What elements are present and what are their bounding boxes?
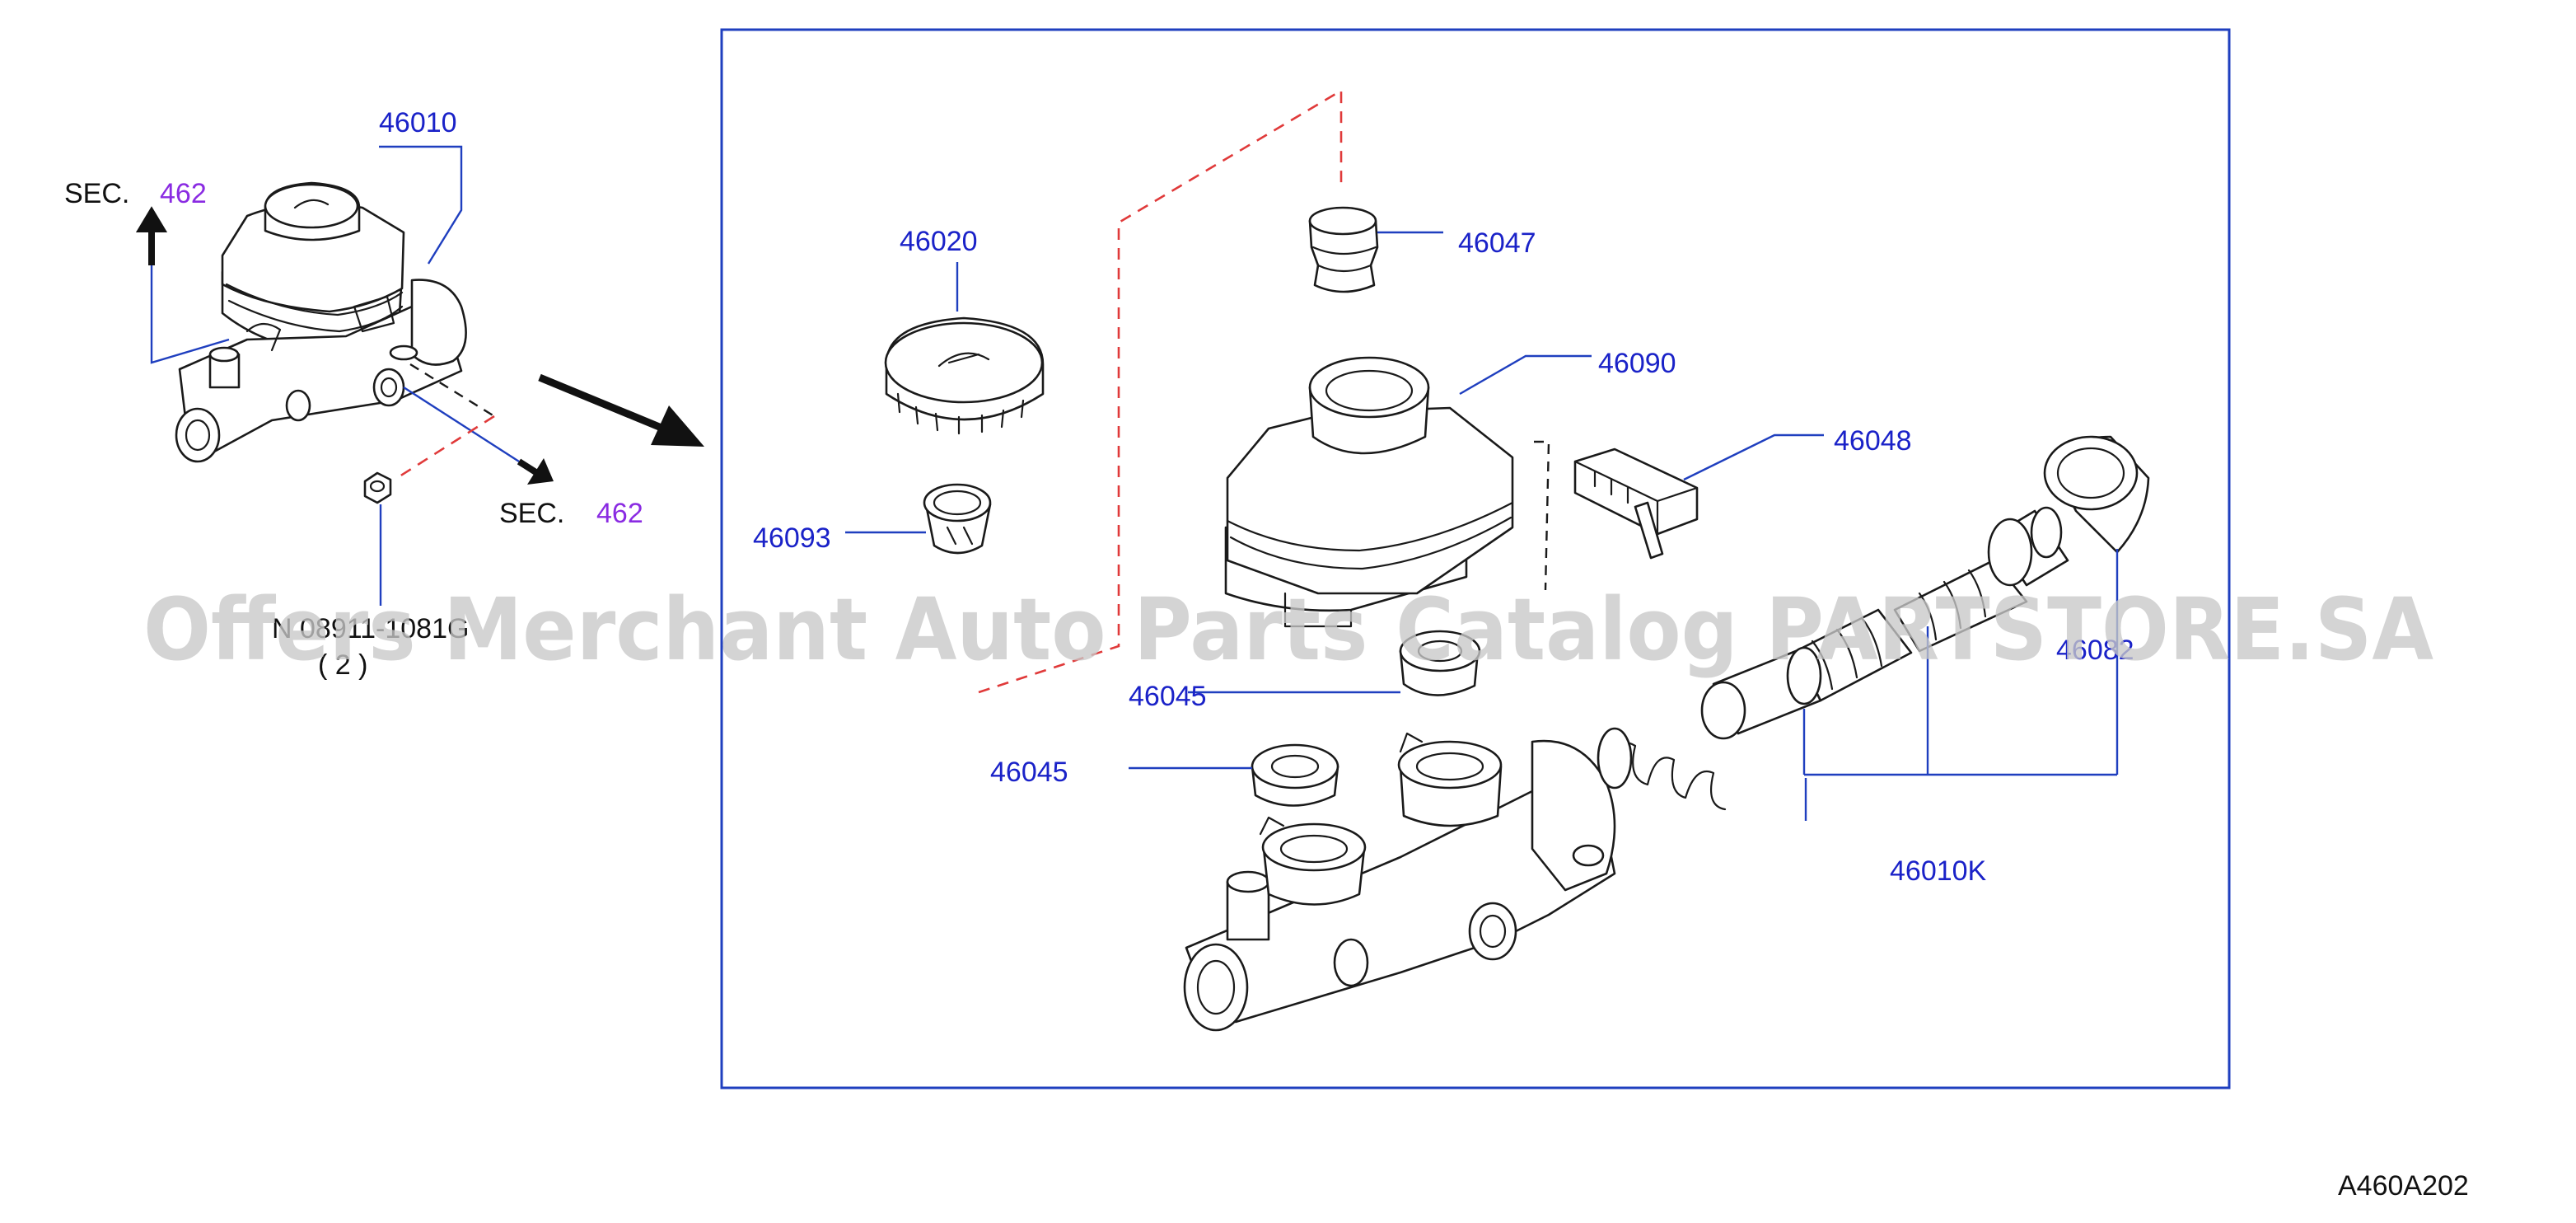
reservoir-tank-part	[1224, 356, 1514, 628]
spring-part	[1597, 727, 1727, 811]
grommet-upper-part	[1399, 630, 1481, 696]
section-ref-mid-link[interactable]: 462	[596, 498, 643, 529]
part-number-46048[interactable]: 46048	[1834, 425, 1912, 457]
part-number-46090[interactable]: 46090	[1598, 348, 1676, 379]
master-cylinder-body-part	[1183, 732, 1616, 1032]
leader-46010	[379, 145, 463, 265]
primary-piston-part	[1700, 608, 1913, 740]
part-number-46082[interactable]: 46082	[2056, 635, 2134, 666]
part-number-46093[interactable]: 46093	[753, 522, 831, 554]
arrow-up-icon	[135, 206, 168, 265]
part-number-46010k[interactable]: 46010K	[1890, 855, 1987, 887]
reservoir-seal-part	[1308, 206, 1379, 293]
nut-quantity: ( 2 )	[318, 649, 367, 681]
section-ref-mid-label: SEC.	[499, 498, 564, 529]
part-number-46020[interactable]: 46020	[900, 226, 978, 257]
nut-icon	[363, 471, 392, 504]
strainer-part	[923, 483, 992, 555]
leader-46090	[1459, 354, 1592, 396]
arrow-down-right-head-icon	[527, 458, 554, 485]
overview-master-cylinder	[175, 181, 467, 463]
link-connector	[1534, 440, 1550, 591]
diagram-code: A460A202	[2338, 1170, 2469, 1202]
detail-frame	[720, 28, 2231, 1089]
leader-sec-top	[150, 262, 230, 364]
watermark-text: Offers Merchant Auto Parts Catalog PARTS…	[143, 579, 2433, 680]
leader-sec-mid	[403, 386, 520, 463]
part-number-46010[interactable]: 46010	[379, 107, 457, 138]
part-number-46045-lower[interactable]: 46045	[990, 757, 1068, 788]
sensor-connector-part	[1573, 447, 1699, 560]
section-ref-top-label: SEC.	[64, 178, 129, 209]
part-number-46045-upper[interactable]: 46045	[1129, 681, 1207, 712]
leader-46048	[1683, 433, 1824, 481]
link-nut-red	[399, 415, 495, 478]
expand-arrow-icon	[538, 373, 704, 447]
section-ref-top-link[interactable]: 462	[160, 178, 207, 209]
piston-boot-part	[2043, 435, 2150, 554]
reservoir-cap-part	[884, 316, 1045, 435]
grommet-lower-part	[1251, 743, 1339, 807]
arrow-down-right-icon	[517, 458, 540, 476]
part-number-46047[interactable]: 46047	[1458, 227, 1536, 259]
leader-46010k	[1802, 626, 2117, 821]
nut-part-number[interactable]: N 08911-1081G	[272, 613, 469, 644]
